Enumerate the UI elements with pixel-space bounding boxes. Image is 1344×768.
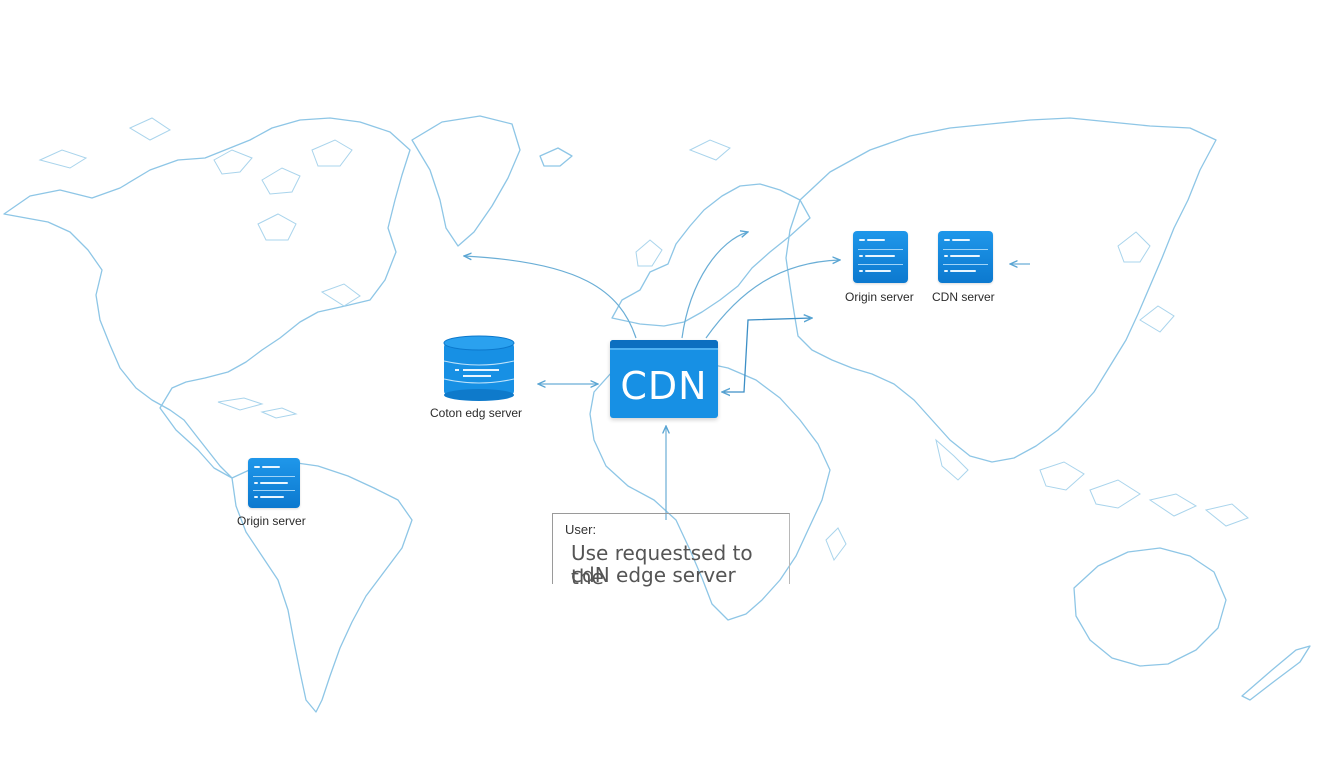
cdn-hub-label: CDN [620,364,708,408]
user-note-line-2: cdN edge server [571,563,736,587]
origin-server-south-america[interactable] [248,458,300,508]
origin-server-caption-east: Origin server [845,290,914,304]
cdn-server-east[interactable] [938,231,993,283]
user-note-title: User: [565,522,597,537]
cdn-server-caption-east: CDN server [932,290,995,304]
origin-server-east[interactable] [853,231,908,283]
north-america-outline [3,117,411,479]
database-icon [443,335,515,401]
edge-server-database[interactable] [443,335,515,403]
arrow-middle-east [722,318,812,392]
cdn-hub[interactable]: CDN [610,340,718,418]
arrow-to-east-origin [705,260,840,339]
australia-outline [1073,547,1227,667]
arrow-to-north-america [464,256,637,339]
user-note: User: Use requestsed to the cdN edge ser… [552,513,790,589]
arrow-to-europe [681,232,748,339]
edge-server-caption: Coton edg server [430,406,523,420]
cdn-hub-top-strip [610,340,718,348]
cdn-hub-top-highlight [610,348,718,350]
user-note-line-1: Use requestsed to the [571,541,753,589]
asia-outline [785,117,1217,463]
origin-server-caption-south-america: Origin server [237,514,306,528]
europe-outline [611,183,811,327]
south-america-outline [231,461,413,713]
greenland-outline [411,115,521,247]
